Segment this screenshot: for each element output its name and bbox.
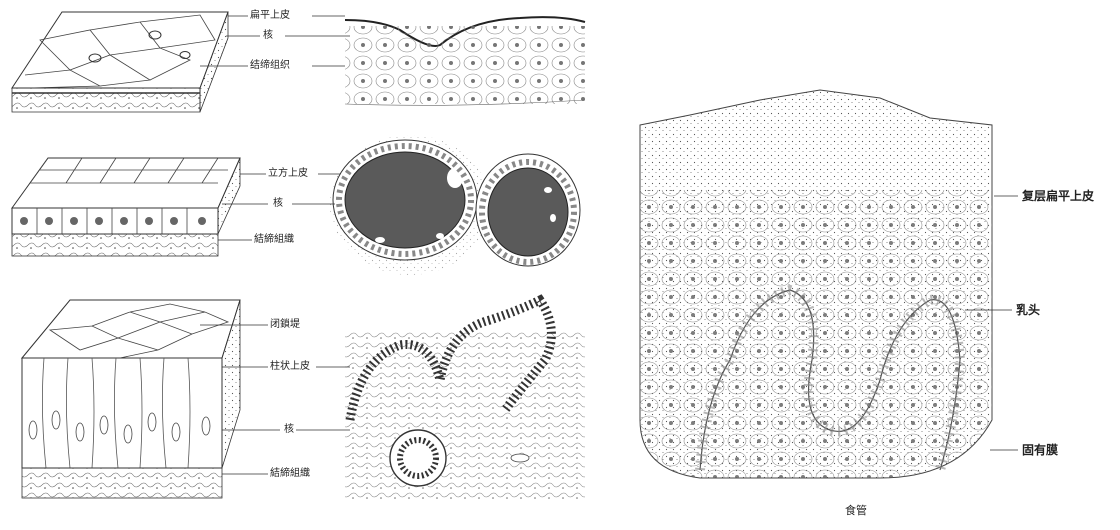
esophagus-caption: 食管 xyxy=(845,502,867,518)
label-squamous-connective: 结缔组织 xyxy=(250,60,290,72)
label-esophagus-papilla: 乳头 xyxy=(1016,303,1040,317)
columnar-block xyxy=(22,300,240,498)
squamous-section xyxy=(345,17,585,105)
label-columnar-nucleus: 核 xyxy=(284,424,294,436)
columnar-section xyxy=(345,300,585,500)
label-squamous-nucleus: 核 xyxy=(263,30,273,42)
label-columnar-terminal-bar: 闭鎖堤 xyxy=(270,319,300,331)
squamous-block xyxy=(12,12,228,112)
label-columnar-epithelium: 柱状上皮 xyxy=(270,361,310,373)
label-esophagus-lamina: 固有膜 xyxy=(1022,443,1058,457)
label-cuboidal-connective: 結締組織 xyxy=(254,234,294,246)
label-esophagus-stratified: 复层扁平上皮 xyxy=(1022,189,1094,203)
label-columnar-connective: 結締組織 xyxy=(270,468,310,480)
label-squamous-epithelium: 扁平上皮 xyxy=(250,10,290,22)
esophagus-block xyxy=(640,90,992,478)
cuboidal-section xyxy=(330,135,580,275)
label-cuboidal-epithelium: 立方上皮 xyxy=(268,168,308,180)
cuboidal-block xyxy=(12,158,240,256)
label-cuboidal-nucleus: 核 xyxy=(273,198,283,210)
